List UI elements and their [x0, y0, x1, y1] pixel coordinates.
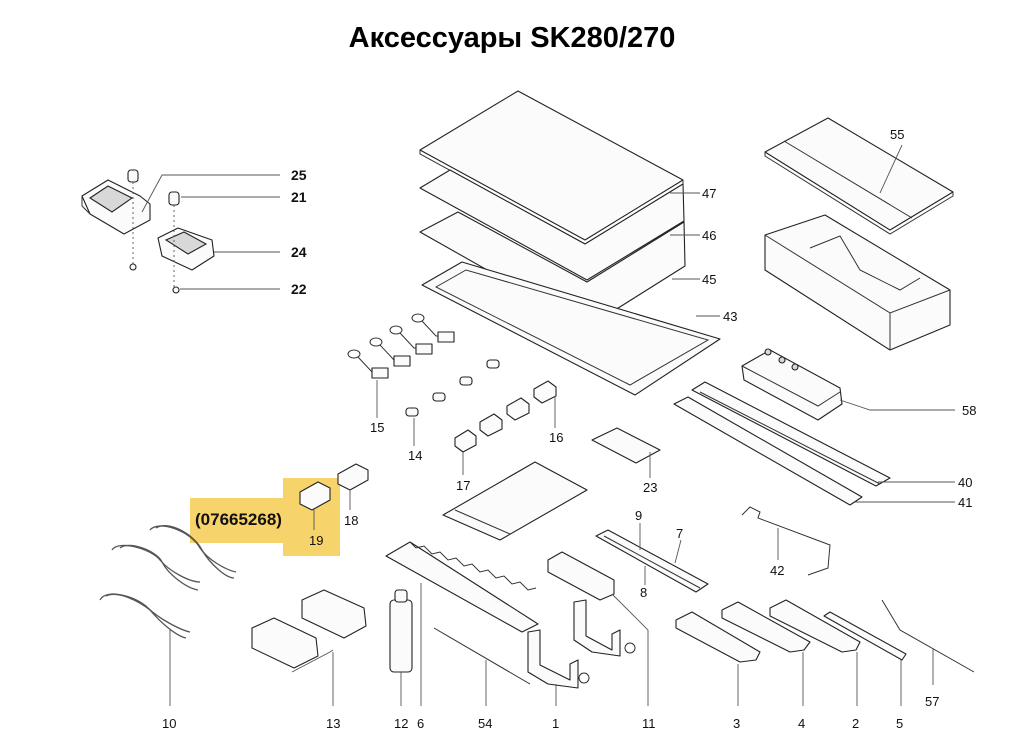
part-41-ruler [673, 396, 863, 506]
part-54-latch-tool [433, 627, 531, 685]
callout-16: 16 [549, 430, 563, 445]
part-43-tray [421, 261, 721, 396]
callout-18: 18 [344, 513, 358, 528]
part-number-label: (07665268) [195, 510, 282, 529]
callout-10: 10 [162, 716, 176, 731]
callout-55: 55 [890, 127, 904, 142]
callout-9: 9 [635, 508, 642, 523]
part-19-block [299, 481, 331, 511]
callout-47: 47 [702, 186, 716, 201]
callout-46: 46 [702, 228, 716, 243]
callout-17: 17 [456, 478, 470, 493]
part-13-cassettes [251, 589, 367, 669]
part-58-cam-box [741, 348, 843, 421]
callout-12: 12 [394, 716, 408, 731]
callout-11: 11 [642, 716, 656, 731]
part-25-housing [81, 169, 151, 272]
part-7-slider [595, 529, 709, 593]
callout-43: 43 [723, 309, 737, 324]
callout-15: 15 [370, 420, 384, 435]
part-40-rail [691, 381, 891, 487]
part-15-clips [347, 313, 455, 379]
callout-40: 40 [958, 475, 972, 490]
part-10-cords [99, 525, 237, 639]
callout-45: 45 [702, 272, 716, 287]
callout-41: 41 [958, 495, 972, 510]
part-42-bracket [741, 506, 831, 576]
part-24-housing [157, 191, 215, 294]
part-18-block [337, 463, 369, 491]
part-57-needle [881, 599, 975, 673]
part-55-case-box [764, 214, 951, 351]
callout-19: 19 [309, 533, 323, 548]
callout-8: 8 [640, 585, 647, 600]
leaders-left-top [141, 174, 280, 290]
part-46-sheet [419, 169, 685, 281]
callout-6: 6 [417, 716, 424, 731]
callout-58: 58 [962, 403, 976, 418]
page-title: Аксессуары SK280/270 [348, 22, 676, 54]
part-3-transfer-tool [675, 611, 761, 663]
callout-3: 3 [733, 716, 740, 731]
part-12-oil-bottle [389, 589, 413, 673]
callout-4: 4 [798, 716, 805, 731]
part-55-case-lid [764, 117, 954, 235]
callout-25: 25 [291, 167, 307, 183]
part-16-17-blocks [454, 380, 557, 453]
part-6-comb [385, 541, 539, 633]
callout-54: 54 [478, 716, 492, 731]
part-14-small-clips [405, 359, 500, 417]
callout-2: 2 [852, 716, 859, 731]
callout-23: 23 [643, 480, 657, 495]
envelope [442, 461, 588, 541]
callout-5: 5 [896, 716, 903, 731]
callout-42: 42 [770, 563, 784, 578]
leaders-right-mid [839, 399, 955, 503]
part-4-transfer-tool [721, 601, 811, 653]
callout-57: 57 [925, 694, 939, 709]
part-23-card [591, 427, 661, 464]
callout-21: 21 [291, 189, 307, 205]
callout-14: 14 [408, 448, 422, 463]
callout-13: 13 [326, 716, 340, 731]
part-1-table-clamps [527, 599, 636, 689]
part-2-transfer-tool [769, 599, 861, 653]
callout-1: 1 [552, 716, 559, 731]
callout-24: 24 [291, 244, 307, 260]
callout-22: 22 [291, 281, 307, 297]
part-11-sponge-bar [547, 551, 615, 601]
part-5-tool [823, 611, 907, 661]
callout-7: 7 [676, 526, 683, 541]
leaders-sheets [670, 192, 720, 317]
